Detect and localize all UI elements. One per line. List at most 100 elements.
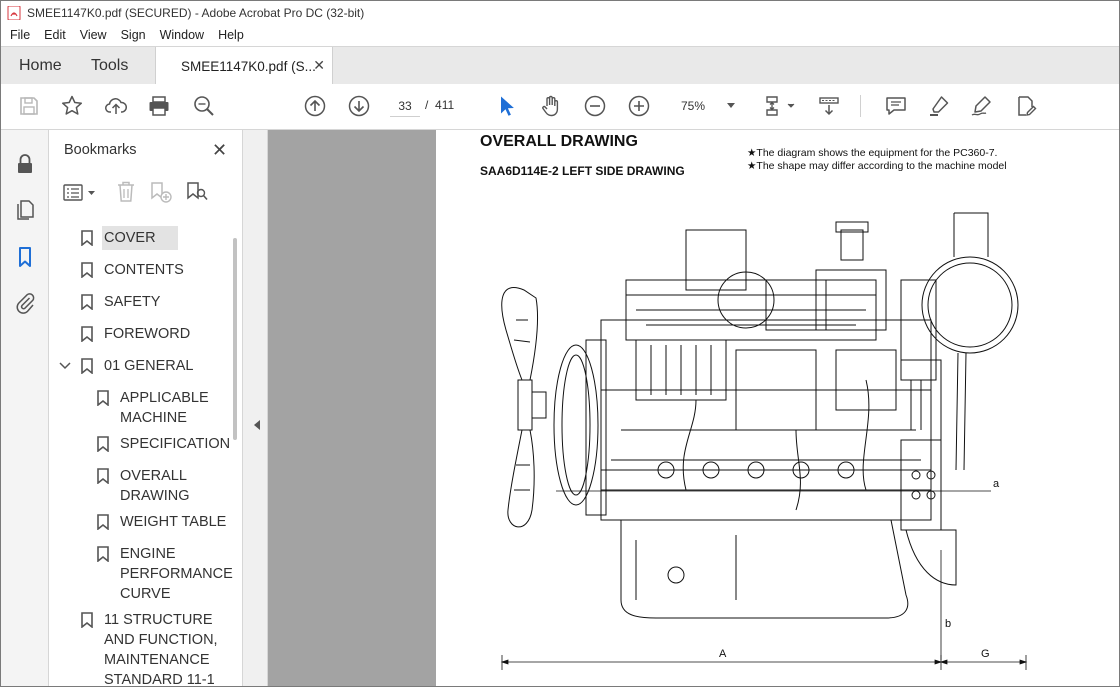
bookmark-label: COVER: [102, 226, 178, 250]
lock-icon[interactable]: [13, 152, 37, 176]
pages-icon[interactable]: [13, 198, 37, 222]
chevron-down-icon[interactable]: [59, 361, 71, 371]
tab-home[interactable]: Home: [19, 56, 62, 74]
bookmarks-icon[interactable]: [13, 245, 37, 269]
document-viewport[interactable]: OVERALL DRAWING SAA6D114E-2 LEFT SIDE DR…: [268, 130, 1119, 686]
comment-icon[interactable]: [884, 94, 908, 118]
bookmark-label-line-2: PERFORMANCE: [120, 566, 233, 582]
tab-bar: Home Tools SMEE1147K0.pdf (S... ✕: [1, 46, 1119, 85]
bookmark-label: FOREWORD: [104, 326, 191, 342]
upload-icon[interactable]: [104, 94, 128, 118]
zoom-out-icon[interactable]: [583, 94, 607, 118]
prev-page-icon[interactable]: [303, 94, 327, 118]
bookmark-flag-icon: [81, 358, 93, 374]
bookmarks-toolbar: [63, 180, 233, 206]
delete-bookmark-icon[interactable]: [115, 180, 137, 204]
tab-document[interactable]: SMEE1147K0.pdf (S... ✕: [155, 47, 333, 85]
options-menu-icon[interactable]: [63, 183, 97, 203]
engine-drawing: [500, 212, 1028, 670]
bookmark-flag-icon: [97, 390, 109, 406]
bookmark-applicable-machine[interactable]: APPLICABLE MACHINE: [49, 388, 229, 428]
zoom-select[interactable]: 75%: [673, 96, 741, 116]
chevron-down-icon: [727, 103, 735, 108]
zoom-in-icon[interactable]: [627, 94, 651, 118]
bookmark-flag-icon: [81, 612, 93, 628]
bookmark-label-line-3: MAINTENANCE: [104, 652, 210, 668]
bookmark-label: WEIGHT TABLE: [120, 514, 227, 530]
bookmark-11-structure[interactable]: 11 STRUCTURE AND FUNCTION, MAINTENANCE S…: [49, 610, 229, 686]
bookmark-label-line-1: 11 STRUCTURE: [104, 612, 213, 628]
bookmark-label-line-1: OVERALL: [120, 468, 187, 484]
close-tab-icon[interactable]: ✕: [313, 57, 325, 73]
menu-bar: File Edit View Sign Window Help: [1, 25, 1119, 45]
dim-label-G: G: [981, 648, 990, 660]
find-bookmark-icon[interactable]: [185, 180, 209, 204]
bookmark-engine-performance-curve[interactable]: ENGINE PERFORMANCE CURVE: [49, 544, 233, 604]
menu-edit[interactable]: Edit: [44, 28, 66, 42]
fill-sign-icon[interactable]: [1014, 94, 1038, 118]
tab-tools[interactable]: Tools: [91, 56, 129, 74]
left-rail: [1, 130, 49, 686]
bookmarks-title: Bookmarks: [64, 142, 137, 158]
next-page-icon[interactable]: [347, 94, 371, 118]
bookmark-flag-icon: [97, 436, 109, 452]
acrobat-app-icon: [7, 6, 21, 20]
bookmark-flag-icon: [97, 514, 109, 530]
close-panel-icon[interactable]: ✕: [212, 140, 228, 160]
bookmark-overall-drawing[interactable]: OVERALL DRAWING: [49, 466, 229, 506]
bookmark-flag-icon: [81, 230, 93, 246]
bookmarks-scrollbar[interactable]: [233, 238, 237, 440]
panel-splitter[interactable]: [242, 130, 268, 686]
tab-document-label: SMEE1147K0.pdf (S...: [181, 58, 316, 74]
page-number-input[interactable]: 33: [390, 96, 420, 117]
new-bookmark-icon[interactable]: [149, 180, 173, 204]
sign-icon[interactable]: [970, 94, 994, 118]
toolbar: 33 / 411 75%: [1, 84, 1119, 130]
bookmark-flag-icon: [81, 262, 93, 278]
bookmark-label-line-3: CURVE: [120, 586, 171, 602]
print-icon[interactable]: [147, 94, 171, 118]
toolbar-separator: [860, 95, 861, 117]
bookmark-flag-icon: [81, 294, 93, 310]
bookmarks-panel: Bookmarks ✕ COVER CONTENTS SAFETY F: [49, 130, 241, 686]
pdf-page: OVERALL DRAWING SAA6D114E-2 LEFT SIDE DR…: [436, 130, 1119, 686]
bookmark-label: CONTENTS: [104, 262, 184, 278]
bookmark-label-line-1: APPLICABLE: [120, 390, 209, 406]
select-pointer-icon[interactable]: [495, 94, 519, 118]
dim-label-a: a: [993, 478, 1000, 490]
bookmark-label-line-2: DRAWING: [120, 488, 190, 504]
page-heading: OVERALL DRAWING: [480, 133, 638, 150]
bookmark-label: SPECIFICATION: [120, 436, 231, 452]
save-icon[interactable]: [17, 94, 41, 118]
fan-blade-top: [501, 287, 539, 381]
page-fit-icon[interactable]: [763, 94, 797, 118]
zoom-value: 75%: [681, 99, 706, 113]
hand-icon[interactable]: [539, 94, 563, 118]
attachment-icon[interactable]: [13, 290, 37, 314]
menu-help[interactable]: Help: [218, 28, 244, 42]
collapse-panel-icon[interactable]: [254, 420, 260, 430]
dim-label-b: b: [945, 618, 952, 630]
page-note-2: ★The shape may differ according to the m…: [747, 160, 1007, 172]
find-icon[interactable]: [192, 94, 216, 118]
menu-window[interactable]: Window: [159, 28, 205, 42]
window-title: SMEE1147K0.pdf (SECURED) - Adobe Acrobat…: [27, 6, 365, 20]
menu-view[interactable]: View: [79, 28, 107, 42]
bookmark-flag-icon: [81, 326, 93, 342]
bookmark-label-line-1: ENGINE: [120, 546, 176, 562]
bookmark-label-line-2: AND FUNCTION,: [104, 632, 218, 648]
scroll-mode-icon[interactable]: [817, 94, 841, 118]
page-subheading: SAA6D114E-2 LEFT SIDE DRAWING: [480, 164, 685, 178]
dim-label-A: A: [719, 648, 727, 660]
title-bar: SMEE1147K0.pdf (SECURED) - Adobe Acrobat…: [1, 1, 1119, 25]
bookmark-flag-icon: [97, 546, 109, 562]
page-total: / 411: [425, 98, 454, 112]
highlight-icon[interactable]: [927, 94, 951, 118]
menu-file[interactable]: File: [10, 28, 31, 42]
bookmark-label-line-2: MACHINE: [120, 410, 187, 426]
menu-sign[interactable]: Sign: [120, 28, 146, 42]
bookmark-label: 01 GENERAL: [104, 358, 194, 374]
bookmark-star-icon[interactable]: [60, 94, 84, 118]
total-pages: 411: [435, 98, 455, 112]
